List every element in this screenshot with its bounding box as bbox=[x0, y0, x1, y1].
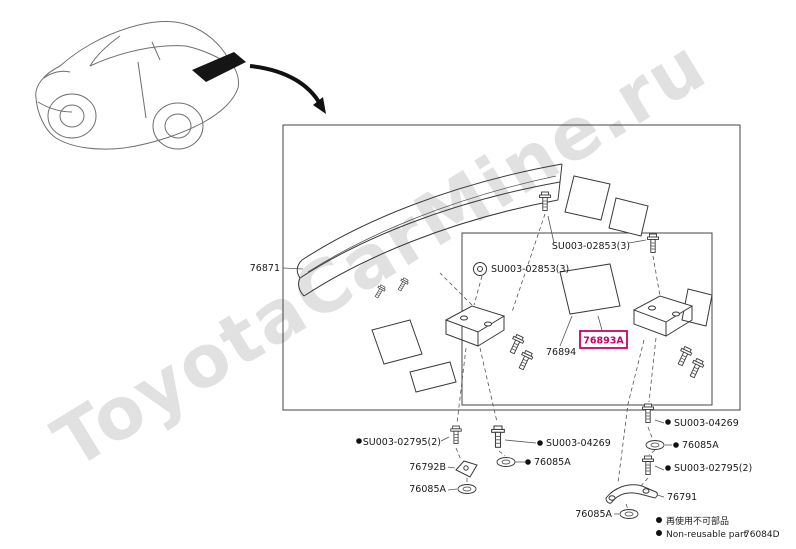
part-label-76894[interactable]: 76894 bbox=[546, 347, 576, 358]
part-label-76893a[interactable]: 76893A bbox=[583, 336, 624, 347]
part-label-su003-02795-left[interactable]: SU003-02795(2) bbox=[363, 437, 441, 448]
pointer-arrow bbox=[249, 64, 326, 114]
bolt-icon bbox=[642, 403, 654, 423]
bracket-right-drawing bbox=[632, 295, 694, 337]
car-illustration bbox=[35, 20, 246, 150]
non-reusable-marker bbox=[673, 442, 679, 448]
part-label-76871[interactable]: 76871 bbox=[250, 263, 280, 274]
bolt-icon bbox=[686, 357, 706, 380]
bracket-76791-icon bbox=[605, 484, 658, 504]
bolt-icon bbox=[506, 333, 526, 356]
part-labels: 76871 SU003-02853(3) SU003-02853(3) 7689… bbox=[250, 241, 752, 520]
grommet-icon bbox=[619, 509, 639, 519]
grommet-icon bbox=[496, 457, 516, 467]
non-reusable-marker bbox=[525, 459, 531, 465]
non-reusable-marker bbox=[665, 419, 671, 425]
highlighted-spoiler-on-car bbox=[192, 52, 246, 82]
non-reusable-marker bbox=[656, 530, 662, 536]
part-label-su003-04269-right[interactable]: SU003-04269 bbox=[674, 418, 739, 429]
part-label-76792b[interactable]: 76792B bbox=[409, 462, 446, 473]
part-label-su003-02853-mid[interactable]: SU003-02853(3) bbox=[491, 264, 569, 275]
bolt-head-top-icon bbox=[473, 262, 487, 276]
spoiler-drawing bbox=[296, 163, 563, 297]
bolt-icon bbox=[642, 455, 654, 475]
bracket-left-drawing bbox=[444, 305, 506, 347]
pad-icon bbox=[608, 197, 649, 237]
watermark-text: ToyotaCarMine.ru bbox=[39, 22, 721, 484]
non-reusable-marker bbox=[356, 438, 362, 444]
legend: 再使用不可部品 Non-reusable part bbox=[656, 515, 748, 540]
part-label-76085a-mid[interactable]: 76085A bbox=[534, 457, 571, 468]
pad-icon bbox=[564, 175, 611, 221]
highlight-box bbox=[579, 330, 628, 349]
part-label-su003-02853-top[interactable]: SU003-02853(3) bbox=[552, 241, 630, 252]
pad-icon bbox=[371, 319, 423, 365]
non-reusable-marker bbox=[537, 440, 543, 446]
non-reusable-marker bbox=[665, 465, 671, 471]
bolt-icon bbox=[515, 349, 535, 372]
legend-jp: 再使用不可部品 bbox=[666, 515, 729, 527]
figure-code: 76084D bbox=[744, 530, 780, 540]
part-label-76791[interactable]: 76791 bbox=[667, 492, 697, 503]
legend-en: Non-reusable part bbox=[666, 530, 748, 540]
leader-lines bbox=[282, 215, 672, 515]
pad-icon bbox=[409, 361, 457, 393]
part-label-76085a-left[interactable]: 76085A bbox=[409, 484, 446, 495]
bracket-76792b-icon bbox=[455, 460, 478, 478]
fasteners bbox=[372, 191, 706, 475]
bolt-icon bbox=[647, 233, 659, 253]
part-label-76085a-bottom[interactable]: 76085A bbox=[575, 509, 612, 520]
part-label-76085a-right[interactable]: 76085A bbox=[682, 440, 719, 451]
highlighted-part[interactable]: 76893A bbox=[579, 330, 628, 349]
grommet-icon bbox=[645, 440, 665, 450]
bolt-icon bbox=[674, 345, 694, 368]
bolt-icon bbox=[450, 425, 462, 445]
grommets bbox=[457, 440, 665, 519]
grommet-icon bbox=[457, 484, 477, 494]
pads bbox=[371, 175, 713, 393]
non-reusable-marker bbox=[656, 517, 662, 523]
part-label-su003-02795-right[interactable]: SU003-02795(2) bbox=[674, 463, 752, 474]
main-frame bbox=[282, 124, 741, 411]
bolt-icon bbox=[491, 425, 505, 448]
pad-center-icon bbox=[559, 263, 621, 315]
projection-lines bbox=[439, 213, 661, 510]
part-label-su003-04269-mid[interactable]: SU003-04269 bbox=[546, 438, 611, 449]
